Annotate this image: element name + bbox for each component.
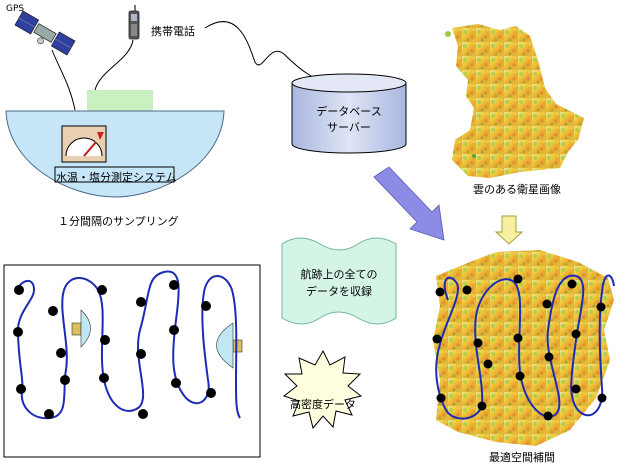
sample-dot xyxy=(543,411,553,421)
sonar-icon xyxy=(71,309,91,348)
wireless-link xyxy=(204,21,331,82)
satellite-icon xyxy=(14,10,76,56)
sample-dot xyxy=(473,338,483,348)
sample-dot xyxy=(432,334,442,344)
sample-dot xyxy=(571,384,581,394)
track-panel xyxy=(3,264,261,458)
sample-dot xyxy=(44,409,54,419)
sample-dot xyxy=(571,329,581,339)
phone-label: 携帯電話 xyxy=(151,25,195,38)
database-label-line2: サーバー xyxy=(327,121,371,134)
sample-dot xyxy=(99,373,109,383)
sample-dot xyxy=(462,285,472,295)
sample-dot xyxy=(100,335,110,345)
sample-dot xyxy=(60,375,70,385)
phone-cable xyxy=(94,39,134,91)
sample-dot xyxy=(513,274,523,284)
arrow-to-interpolation xyxy=(373,166,445,241)
sample-dot xyxy=(16,384,26,394)
flag-data-box xyxy=(281,237,397,325)
sample-dot xyxy=(169,325,179,335)
sample-dot xyxy=(138,409,148,419)
sample-dots xyxy=(432,274,607,421)
ship-track xyxy=(16,270,241,420)
arrow-down-yellow xyxy=(494,215,524,245)
mobile-phone-icon xyxy=(128,5,140,40)
sample-dot xyxy=(435,287,445,297)
sample-dot xyxy=(206,388,216,398)
sample-dot xyxy=(515,371,525,381)
gauge-icon xyxy=(61,125,107,163)
database-label-line1: データベース xyxy=(316,105,382,118)
optimal-interpolation-label: 最適空間補間 xyxy=(489,451,555,464)
sample-dot xyxy=(13,327,23,337)
database-cylinder-icon xyxy=(291,73,407,154)
cloudy-image-label: 雲のある衛星画像 xyxy=(473,183,561,196)
sample-dot xyxy=(436,393,446,403)
sample-dot xyxy=(136,349,146,359)
sample-dot xyxy=(56,348,66,358)
ship-hull xyxy=(5,110,225,198)
sample-dot xyxy=(542,299,552,309)
sample-dot xyxy=(544,352,554,362)
interpolated-map xyxy=(433,250,614,446)
cloudy-satellite-image xyxy=(445,24,584,178)
starburst xyxy=(282,349,363,430)
gps-label: GPS xyxy=(6,4,25,14)
sample-dot xyxy=(201,301,211,311)
sample-dot xyxy=(136,297,146,307)
measurement-system-box xyxy=(54,166,175,183)
sample-dot xyxy=(477,401,487,411)
sample-dot xyxy=(48,306,58,316)
measurement-system-label: 水温・塩分測定システム xyxy=(56,171,177,184)
sample-dot xyxy=(483,359,493,369)
sonar-icon xyxy=(216,322,243,369)
sampling-label: １分間隔のサンプリング xyxy=(58,215,179,228)
high-density-label: 高密度データ xyxy=(290,398,356,411)
all-data-label-line1: 航跡上の全ての xyxy=(300,268,378,281)
sample-dot xyxy=(596,302,606,312)
all-data-label-line2: データを収録 xyxy=(306,285,372,298)
gps-cable xyxy=(51,49,76,111)
sample-dots xyxy=(13,280,216,419)
sample-dot xyxy=(169,280,179,290)
sample-dot xyxy=(567,279,577,289)
sample-dot xyxy=(14,285,24,295)
sample-dot xyxy=(171,378,181,388)
sample-dot xyxy=(597,393,607,403)
sample-dot xyxy=(97,285,107,295)
sample-dot xyxy=(513,333,523,343)
ship-track xyxy=(435,274,615,420)
